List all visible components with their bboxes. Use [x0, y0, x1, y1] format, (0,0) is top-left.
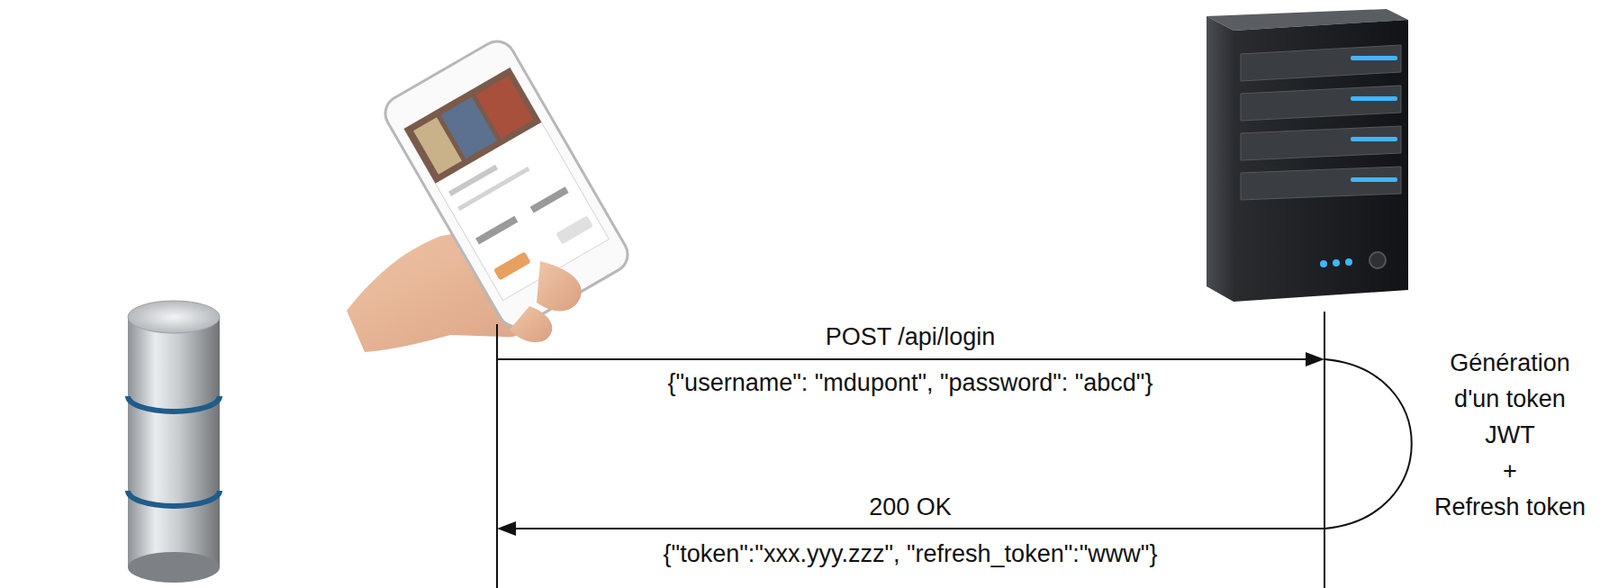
message-label: 200 OK: [868, 492, 952, 522]
arrowhead: [1305, 352, 1325, 367]
arrowhead: [497, 521, 516, 536]
database-icon: [127, 300, 220, 583]
process-note: Génération d'un token JWT + Refresh toke…: [1434, 344, 1586, 525]
phone-in-hand: [346, 35, 634, 353]
server-icon: [1206, 9, 1409, 302]
message-body: {"username": "mdupont", "password": "abc…: [668, 368, 1154, 398]
message-body: {"token":"xxx.yyy.zzz", "refresh_token":…: [663, 539, 1158, 569]
sequence-lines: [497, 311, 1412, 588]
message-label: POST /api/login: [825, 322, 996, 352]
